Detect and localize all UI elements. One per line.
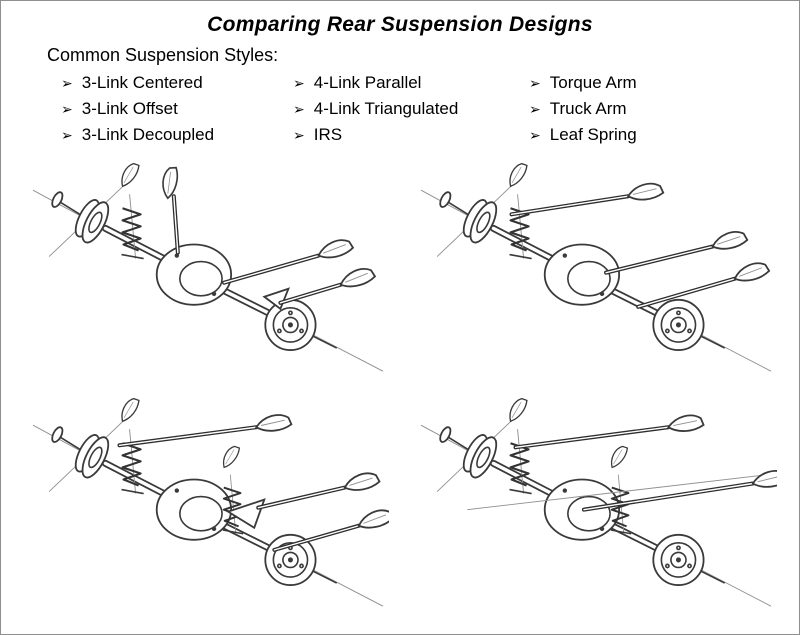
arrow-bullet-icon: ➢: [61, 101, 73, 117]
styles-column-2: ➢ 4-Link Parallel ➢ 4-Link Triangulated …: [293, 70, 529, 148]
list-item-label: 4-Link Triangulated: [313, 99, 459, 118]
styles-column-1: ➢ 3-Link Centered ➢ 3-Link Offset ➢ 3-Li…: [61, 70, 293, 148]
arrow-bullet-icon: ➢: [61, 75, 73, 91]
list-header: Common Suspension Styles:: [47, 45, 279, 65]
styles-column-3: ➢ Torque Arm ➢ Truck Arm ➢ Leaf Spring: [529, 70, 749, 148]
list-item-label: IRS: [313, 125, 343, 144]
page-title: Comparing Rear Suspension Designs: [207, 13, 593, 36]
list-item-label: 3-Link Centered: [81, 73, 203, 92]
list-item: ➢ Torque Arm: [529, 70, 749, 96]
list-item: ➢ Truck Arm: [529, 96, 749, 122]
arrow-bullet-icon: ➢: [529, 101, 541, 117]
arrow-bullet-icon: ➢: [61, 127, 73, 143]
list-item: ➢ 3-Link Offset: [61, 96, 293, 122]
rear-suspension-illustration-3: [27, 391, 389, 624]
list-item: ➢ IRS: [293, 122, 529, 148]
list-item: ➢ 4-Link Triangulated: [293, 96, 529, 122]
list-item-label: 3-Link Offset: [81, 99, 178, 118]
list-item: ➢ 3-Link Centered: [61, 70, 293, 96]
arrow-bullet-icon: ➢: [293, 75, 305, 91]
list-item-label: Leaf Spring: [549, 125, 637, 144]
list-item-label: Torque Arm: [549, 73, 637, 92]
list-item-label: Truck Arm: [549, 99, 627, 118]
list-item: ➢ 3-Link Decoupled: [61, 122, 293, 148]
rear-suspension-illustration-2: [415, 156, 777, 389]
list-item-label: 3-Link Decoupled: [81, 125, 215, 144]
list-item: ➢ 4-Link Parallel: [293, 70, 529, 96]
list-item-label: 4-Link Parallel: [313, 73, 422, 92]
arrow-bullet-icon: ➢: [293, 127, 305, 143]
list-item: ➢ Leaf Spring: [529, 122, 749, 148]
rear-suspension-illustration-1: [27, 156, 389, 389]
arrow-bullet-icon: ➢: [529, 75, 541, 91]
suspension-styles-list: ➢ 3-Link Centered ➢ 3-Link Offset ➢ 3-Li…: [61, 70, 779, 148]
arrow-bullet-icon: ➢: [529, 127, 541, 143]
diagram-grid: [1, 148, 799, 625]
arrow-bullet-icon: ➢: [293, 101, 305, 117]
rear-suspension-illustration-4: [415, 391, 777, 624]
